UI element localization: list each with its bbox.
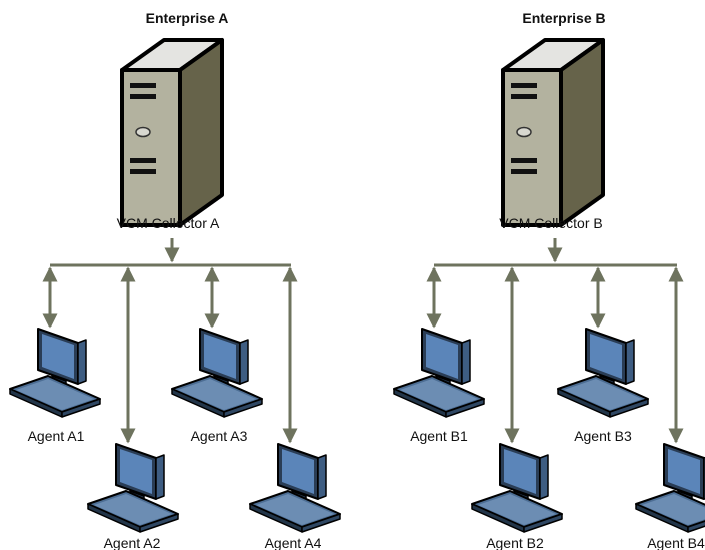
collector-b-label: VCM Collector B <box>499 215 602 231</box>
desktop-computer-icon <box>87 443 179 533</box>
agent-b3-label: Agent B3 <box>574 428 632 444</box>
enterprise-b-title: Enterprise B <box>522 10 605 26</box>
collector-a-label: VCM Collector A <box>117 215 220 231</box>
agent-a1-label: Agent A1 <box>28 428 85 444</box>
desktop-computer-icon <box>9 328 101 418</box>
agent-a3-label: Agent A3 <box>191 428 248 444</box>
enterprise-a-group: Enterprise A VCM Collector A Agent A1 Ag… <box>9 10 341 550</box>
connector-lines-b <box>426 238 684 444</box>
server-tower-icon <box>120 38 224 227</box>
desktop-computer-icon <box>249 443 341 533</box>
desktop-computer-icon <box>557 328 649 418</box>
agent-b4-label: Agent B4 <box>647 535 705 550</box>
desktop-computer-icon <box>471 443 563 533</box>
agent-a2-label: Agent A2 <box>104 535 161 550</box>
agent-b1-label: Agent B1 <box>410 428 468 444</box>
server-tower-icon <box>501 38 605 227</box>
enterprise-a-title: Enterprise A <box>146 10 229 26</box>
agent-a4-label: Agent A4 <box>265 535 322 550</box>
desktop-computer-icon <box>635 443 705 533</box>
enterprise-b-group: Enterprise B VCM Collector B Agent B1 Ag… <box>393 10 705 550</box>
desktop-computer-icon <box>171 328 263 418</box>
connector-lines-a <box>42 238 298 444</box>
desktop-computer-icon <box>393 328 485 418</box>
agent-b2-label: Agent B2 <box>486 535 544 550</box>
